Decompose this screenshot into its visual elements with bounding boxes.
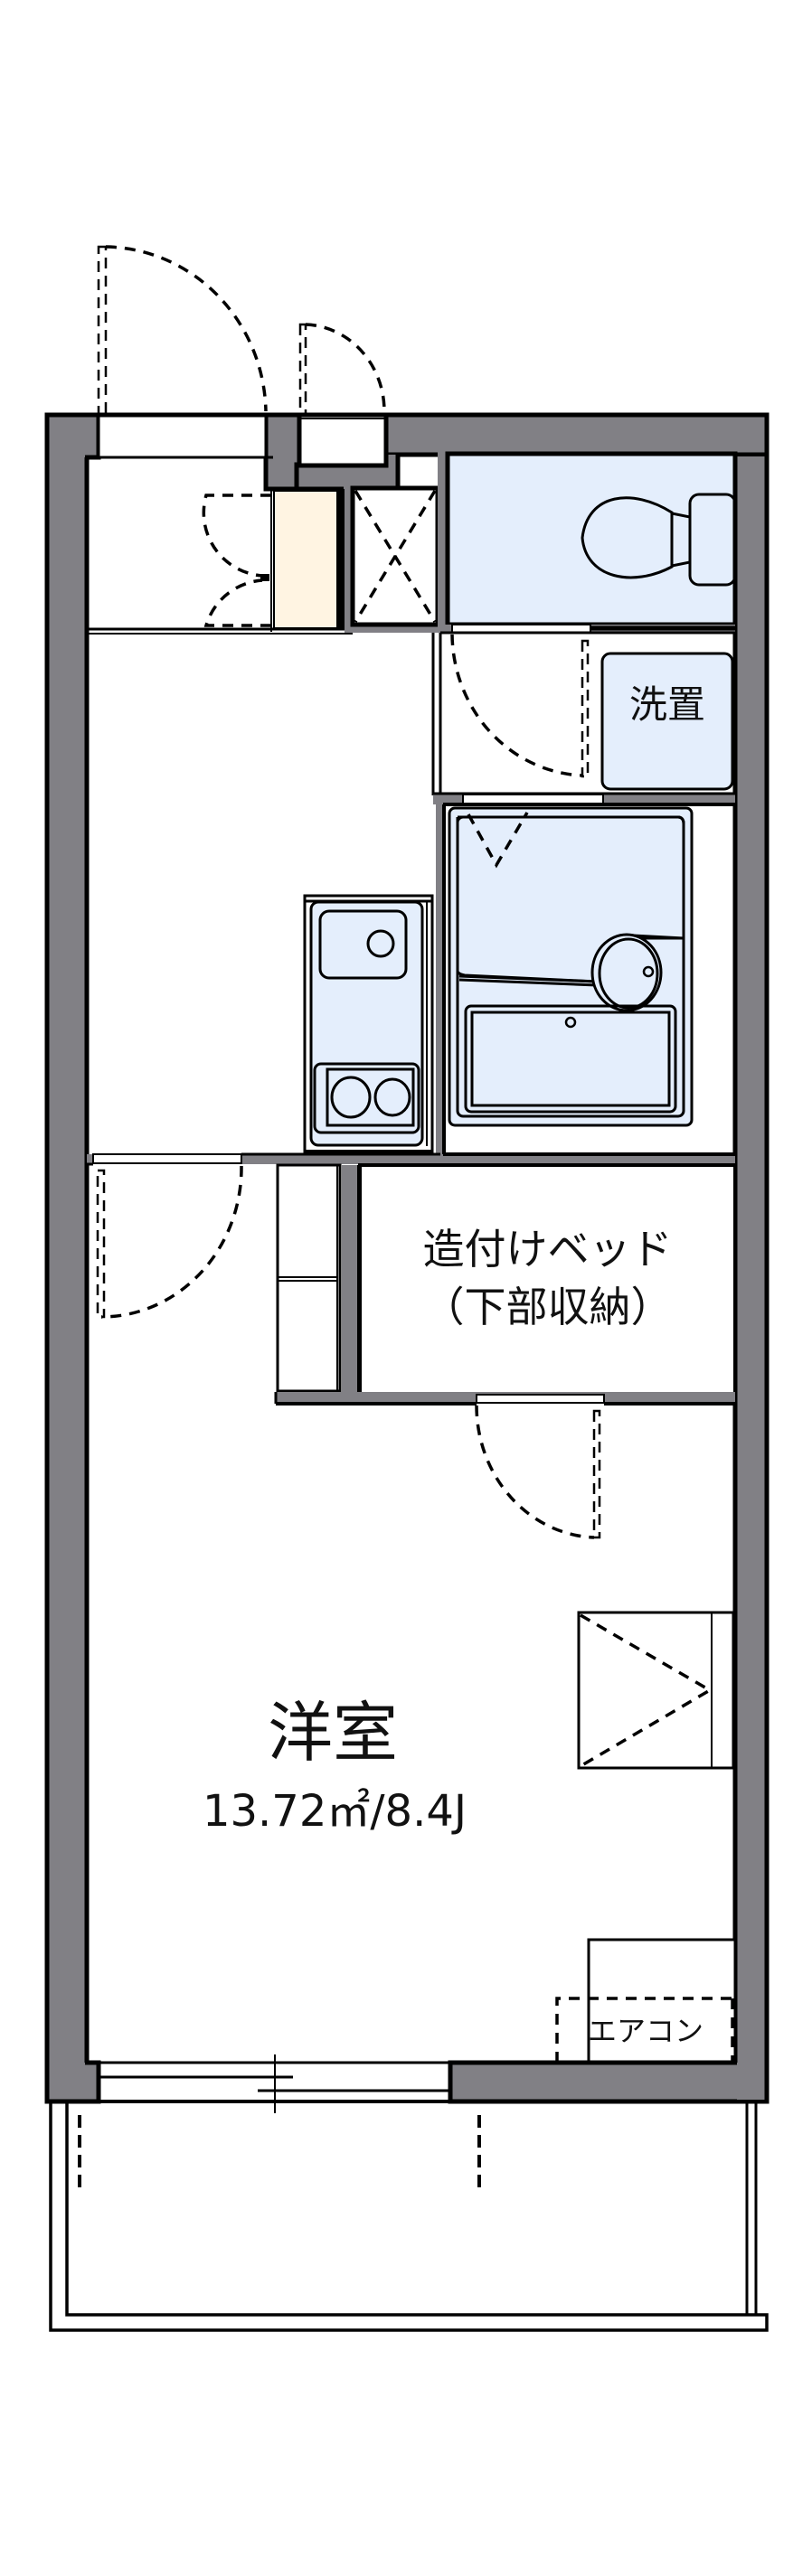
toilet-icon [581, 493, 737, 587]
closet[interactable] [577, 1611, 735, 1770]
bed-storage-door[interactable] [475, 1405, 601, 1539]
kitchen-sink-icon [318, 909, 408, 980]
room-door-opening [92, 1153, 242, 1164]
pipe-space [345, 452, 448, 633]
balcony [49, 2101, 769, 2332]
sliding-window[interactable] [96, 2054, 453, 2113]
bath-sink-icon [590, 933, 663, 1012]
room-name-label: 洋室 [267, 1695, 398, 1771]
front-door[interactable] [97, 245, 268, 459]
bath-door-opening [462, 794, 604, 804]
washer-space[interactable] [600, 652, 734, 791]
aircon-label: エアコン [587, 2014, 703, 2048]
bed-door-opening [476, 1394, 605, 1404]
kitchen-counter [303, 894, 434, 1157]
shoe-cabinet[interactable] [202, 489, 345, 632]
toilet-door[interactable] [450, 634, 590, 778]
built-in-bed-label-line2: （下部収納） [422, 1283, 673, 1331]
room-door[interactable] [96, 1165, 243, 1319]
meter-box-door[interactable] [297, 323, 389, 468]
built-in-bed[interactable] [358, 1163, 737, 1396]
washroom [431, 631, 735, 795]
washer-space-label: 洗置 [628, 682, 705, 727]
toilet-room [438, 451, 738, 633]
aircon [555, 1997, 734, 2063]
built-in-bed-label-line1: 造付けベッド [422, 1225, 673, 1274]
stove-icon [313, 1062, 420, 1134]
unit-bath [436, 795, 694, 1155]
shelves[interactable] [276, 1163, 361, 1395]
partition-wall [87, 1154, 735, 1164]
built-in-bed-label: 造付けベッド （下部収納） [360, 1220, 735, 1336]
bathtub-icon [464, 1004, 677, 1114]
wall-fill [49, 418, 85, 2099]
room-area-label: 13.72㎡/8.4J [202, 1786, 467, 1837]
